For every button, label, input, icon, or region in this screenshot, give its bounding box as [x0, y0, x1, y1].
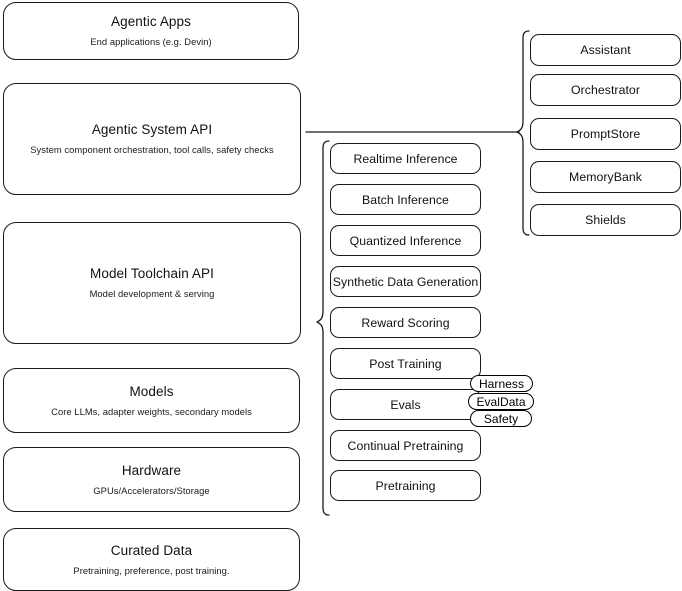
eval-pill-label: Harness: [478, 376, 525, 391]
system-item-label: Shields: [585, 213, 626, 227]
toolchain-item-label: Realtime Inference: [353, 151, 458, 166]
layer-title: Hardware: [121, 462, 182, 478]
system-item-promptstore[interactable]: PromptStore: [530, 118, 681, 150]
toolchain-item-label: Pretraining: [375, 478, 436, 493]
layer-box-curated-data[interactable]: Curated Data Pretraining, preference, po…: [3, 528, 300, 591]
system-item-label: PromptStore: [570, 127, 641, 141]
eval-pill-evaldata[interactable]: EvalData: [468, 393, 534, 410]
toolchain-item-label: Post Training: [369, 356, 442, 371]
layer-title: Models: [129, 383, 174, 399]
system-item-shields[interactable]: Shields: [530, 204, 681, 236]
system-item-memorybank[interactable]: MemoryBank: [530, 161, 681, 193]
toolchain-item-evals[interactable]: Evals: [330, 389, 481, 420]
system-item-orchestrator[interactable]: Orchestrator: [530, 74, 681, 106]
toolchain-item-reward-scoring[interactable]: Reward Scoring: [330, 307, 481, 338]
layer-box-models[interactable]: Models Core LLMs, adapter weights, secon…: [3, 368, 300, 433]
eval-pill-label: Safety: [483, 411, 519, 426]
layer-title: Model Toolchain API: [90, 266, 214, 282]
eval-pill-label: EvalData: [476, 394, 526, 409]
toolchain-item-continual-pretraining[interactable]: Continual Pretraining: [330, 430, 481, 461]
layer-title: Curated Data: [110, 542, 193, 558]
toolchain-item-post-training[interactable]: Post Training: [330, 348, 481, 379]
layer-box-agentic-system-api[interactable]: Agentic System API System component orch…: [3, 83, 301, 195]
eval-pill-safety[interactable]: Safety: [470, 410, 532, 427]
toolchain-item-pretraining[interactable]: Pretraining: [330, 470, 481, 501]
system-item-label: MemoryBank: [569, 170, 642, 184]
system-item-label: Assistant: [580, 43, 631, 57]
eval-pill-harness[interactable]: Harness: [470, 375, 533, 392]
toolchain-item-quantized-inference[interactable]: Quantized Inference: [330, 225, 481, 256]
toolchain-item-synthetic-data-generation[interactable]: Synthetic Data Generation: [330, 266, 481, 297]
layer-box-agentic-apps[interactable]: Agentic Apps End applications (e.g. Devi…: [3, 2, 299, 60]
system-item-label: Orchestrator: [571, 83, 640, 97]
layer-box-model-toolchain-api[interactable]: Model Toolchain API Model development & …: [3, 222, 301, 344]
toolchain-item-label: Evals: [390, 397, 421, 412]
toolchain-item-label: Reward Scoring: [361, 315, 450, 330]
toolchain-item-label: Quantized Inference: [349, 233, 462, 248]
toolchain-item-label: Batch Inference: [362, 192, 449, 207]
layer-subtitle: Core LLMs, adapter weights, secondary mo…: [51, 405, 252, 417]
layer-title: Agentic Apps: [110, 14, 191, 30]
toolchain-item-batch-inference[interactable]: Batch Inference: [330, 184, 481, 215]
layer-subtitle: End applications (e.g. Devin): [90, 36, 212, 48]
brace-system-items: [516, 30, 530, 236]
toolchain-item-label: Continual Pretraining: [347, 438, 464, 453]
layer-title: Agentic System API: [91, 122, 213, 138]
layer-subtitle: System component orchestration, tool cal…: [30, 144, 274, 156]
system-item-assistant[interactable]: Assistant: [530, 34, 681, 66]
brace-toolchain-items: [316, 140, 330, 516]
layer-subtitle: Pretraining, preference, post training.: [73, 564, 230, 576]
layer-subtitle: GPUs/Accelerators/Storage: [93, 484, 210, 496]
layer-subtitle: Model development & serving: [89, 288, 215, 300]
toolchain-item-label: Synthetic Data Generation: [332, 274, 479, 289]
layer-box-hardware[interactable]: Hardware GPUs/Accelerators/Storage: [3, 447, 300, 512]
toolchain-item-realtime-inference[interactable]: Realtime Inference: [330, 143, 481, 174]
